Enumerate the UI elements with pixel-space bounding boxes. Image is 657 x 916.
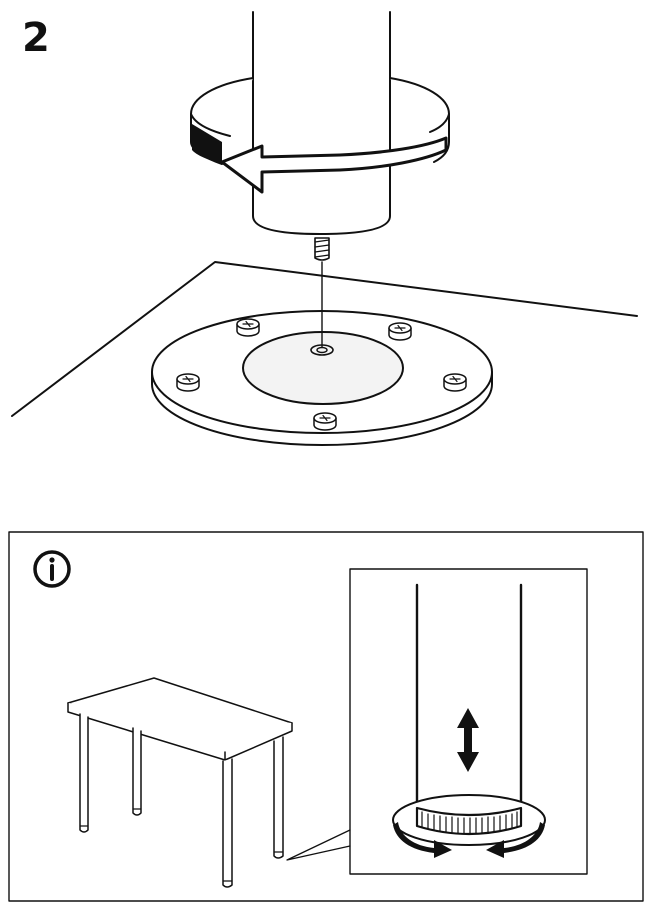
tabletop-corner (11, 261, 638, 417)
adjustable-foot (392, 794, 546, 846)
table-leg (252, 11, 391, 261)
screw (236, 318, 260, 337)
rotate-arrow-icon (190, 77, 450, 194)
screw (313, 412, 337, 431)
callout-connector (286, 829, 351, 861)
leg-closeup (415, 583, 523, 812)
screw (388, 322, 412, 341)
info-panel (8, 531, 644, 902)
double-arrow-vertical-icon (457, 708, 479, 772)
screw (176, 373, 200, 392)
detail-box (349, 568, 588, 875)
desk-illustration (67, 677, 293, 888)
rotate-arrow-icon (393, 822, 545, 858)
step-number: 2 (22, 15, 50, 61)
screw (443, 373, 467, 392)
info-icon (33, 550, 71, 588)
mounting-plate (151, 310, 493, 446)
